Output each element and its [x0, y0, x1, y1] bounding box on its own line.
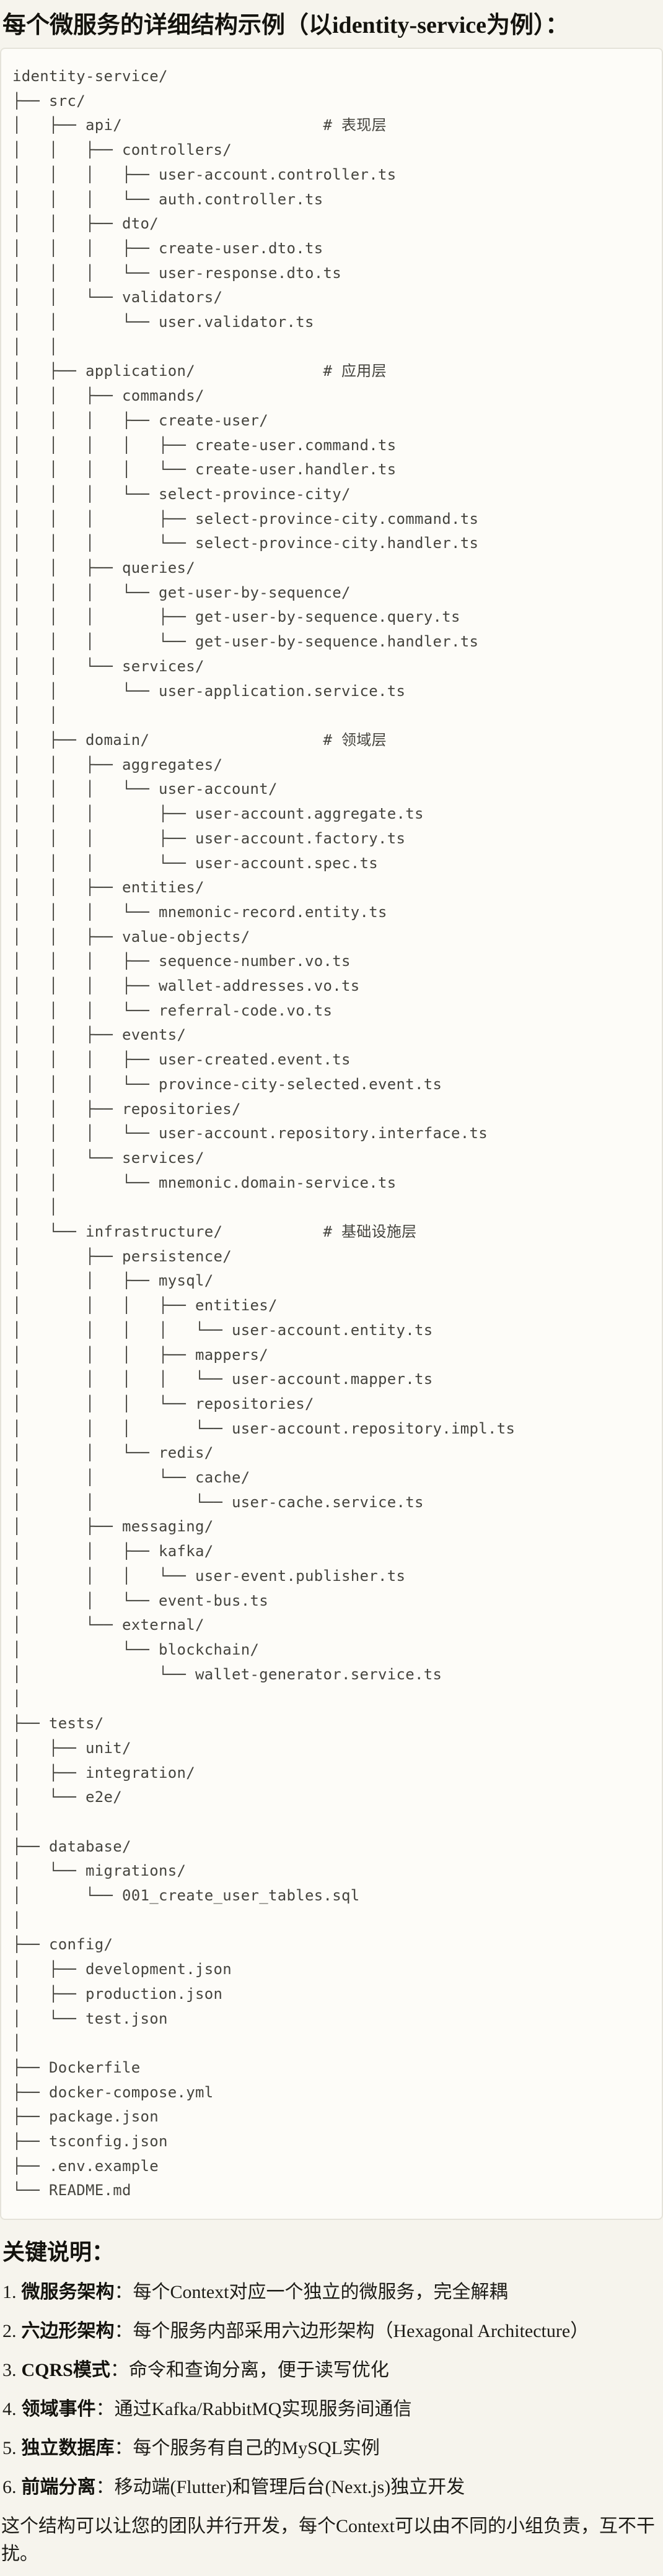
note-item: 4.领域事件：通过Kafka/RabbitMQ实现服务间通信 — [2, 2395, 661, 2423]
note-label: 六边形架构 — [21, 2321, 115, 2342]
note-label: CQRS模式 — [21, 2360, 110, 2381]
note-text: 命令和查询分离，便于读写优化 — [128, 2360, 389, 2381]
note-text: 移动端(Flutter)和管理后台(Next.js)独立开发 — [114, 2477, 465, 2498]
note-number: 2. — [2, 2321, 17, 2342]
note-text: 每个服务内部采用六边形架构（Hexagonal Architecture） — [133, 2321, 589, 2342]
note-number: 1. — [2, 2282, 17, 2303]
note-separator: ： — [114, 2438, 133, 2459]
note-separator: ： — [114, 2321, 133, 2342]
note-separator: ： — [95, 2477, 115, 2498]
note-label: 前端分离 — [21, 2477, 96, 2498]
note-text: 通过Kafka/RabbitMQ实现服务间通信 — [114, 2399, 412, 2420]
note-item: 5.独立数据库：每个服务有自己的MySQL实例 — [2, 2434, 661, 2462]
note-separator: ： — [110, 2360, 129, 2381]
code-block: identity-service/ ├── src/ │ ├── api/ # … — [0, 48, 663, 2221]
note-number: 3. — [2, 2360, 17, 2381]
notes-heading: 关键说明： — [2, 2240, 115, 2265]
note-label: 独立数据库 — [21, 2438, 115, 2459]
note-item: 1.微服务架构：每个Context对应一个独立的微服务，完全解耦 — [2, 2278, 661, 2306]
note-number: 5. — [2, 2438, 17, 2459]
note-item: 3.CQRS模式：命令和查询分离，便于读写优化 — [2, 2356, 661, 2384]
note-item: 6.前端分离：移动端(Flutter)和管理后台(Next.js)独立开发 — [2, 2473, 661, 2501]
note-number: 6. — [2, 2477, 17, 2498]
note-text: 每个Context对应一个独立的微服务，完全解耦 — [133, 2282, 508, 2303]
note-label: 领域事件 — [21, 2399, 96, 2420]
note-number: 4. — [2, 2399, 17, 2420]
notes-list: 1.微服务架构：每个Context对应一个独立的微服务，完全解耦 2.六边形架构… — [0, 2278, 663, 2501]
note-separator: ： — [114, 2282, 133, 2303]
page-title: 每个微服务的详细结构示例（以identity-service为例）： — [2, 12, 569, 38]
file-tree: identity-service/ ├── src/ │ ├── api/ # … — [12, 67, 516, 2200]
note-item: 2.六边形架构：每个服务内部采用六边形架构（Hexagonal Architec… — [2, 2317, 661, 2345]
closing-paragraph: 这个结构可以让您的团队并行开发，每个Context可以由不同的小组负责，互不干扰… — [1, 2516, 655, 2565]
note-label: 微服务架构 — [21, 2282, 115, 2303]
note-separator: ： — [95, 2399, 115, 2420]
note-text: 每个服务有自己的MySQL实例 — [133, 2438, 380, 2459]
